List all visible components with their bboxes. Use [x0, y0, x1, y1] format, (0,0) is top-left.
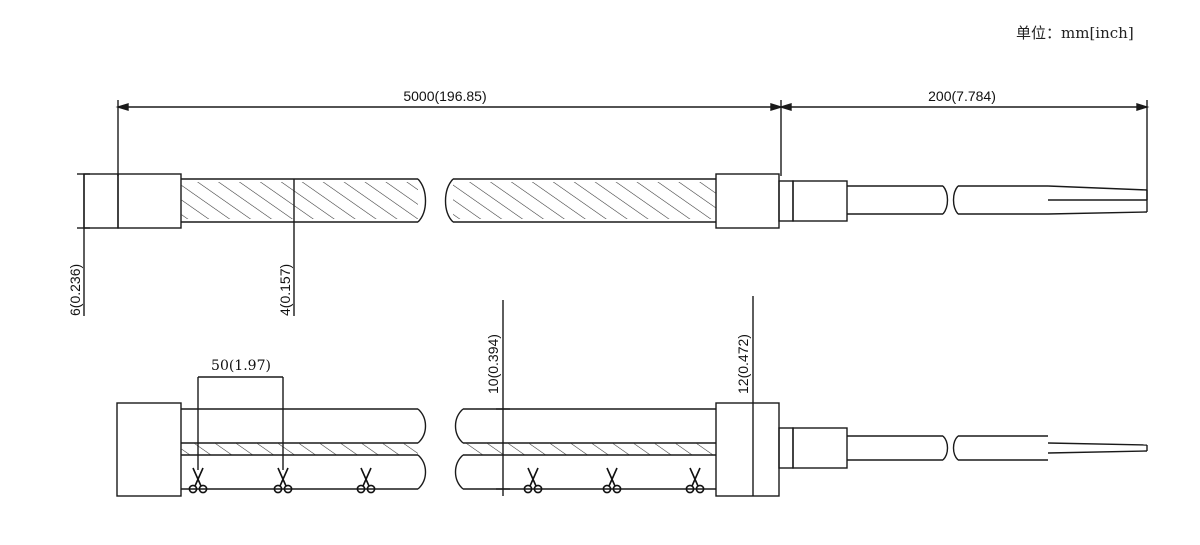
unit-label: 单位：mm[inch]	[1016, 24, 1134, 42]
dim-tube-od-label: 4(0.157)	[277, 264, 293, 316]
dim-pitch-label: 50(1.97)	[211, 358, 271, 374]
dim-total-length-label: 5000(196.85)	[403, 88, 486, 104]
collar	[715, 173, 780, 229]
bottom-view	[116, 296, 1148, 497]
dim-collar-od-label: 12(0.472)	[735, 334, 751, 394]
dim-end-cap-od-label: 6(0.236)	[67, 264, 83, 316]
bottom-collar	[715, 402, 780, 497]
end-cap	[117, 173, 182, 229]
end-tip	[83, 173, 119, 229]
top-view	[77, 100, 1150, 316]
dim-total-length	[115, 100, 1150, 200]
dim-sleeve-od-label: 10(0.394)	[485, 334, 501, 394]
dim-lead-length-label: 200(7.784)	[928, 88, 996, 104]
bottom-end-cap	[116, 402, 182, 497]
